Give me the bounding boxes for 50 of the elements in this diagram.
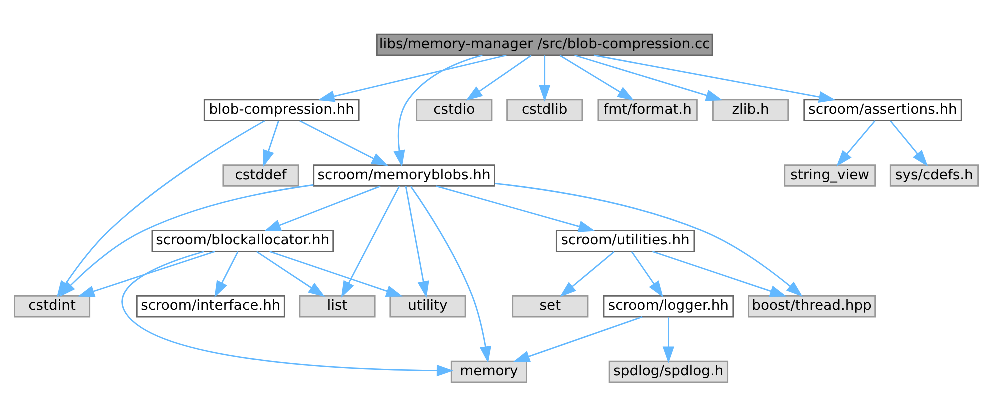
arrow <box>264 186 381 232</box>
arrow <box>560 55 634 101</box>
node-box: set <box>512 295 589 318</box>
node-box: scroom/memoryblobs.hh <box>313 164 496 187</box>
node-box: memory <box>450 360 528 384</box>
arrow <box>574 54 723 102</box>
node-box: cstdint <box>14 295 91 318</box>
arrow <box>836 120 876 167</box>
arrow <box>466 55 532 101</box>
arrow <box>539 56 551 102</box>
node-box: scroom/interface.hh <box>136 295 286 318</box>
arrow <box>318 54 507 102</box>
node-box: boost/thread.hpp <box>748 295 876 318</box>
arrow <box>890 120 928 167</box>
arrow <box>594 54 836 103</box>
node-box: utility <box>390 295 466 318</box>
arrow <box>394 54 483 168</box>
node-box: string_view <box>784 164 876 187</box>
arrow <box>78 251 216 298</box>
arrow <box>256 251 326 298</box>
node-box: scroom/utilities.hh <box>556 230 696 252</box>
node-box: cstdio <box>416 99 493 122</box>
node-box: scroom/assertions.hh <box>804 99 962 122</box>
arrow <box>662 317 675 364</box>
arrow <box>341 186 400 298</box>
arrow <box>560 251 615 298</box>
arrow <box>631 251 664 298</box>
node-box: cstdlib <box>506 99 584 122</box>
arrow <box>410 186 492 364</box>
node-box: zlib.h <box>712 99 790 122</box>
arrow <box>405 186 430 298</box>
node-box: libs/memory-manager /src/blob-compression.cc <box>376 34 714 56</box>
arrow <box>300 120 388 166</box>
arrow <box>652 251 787 297</box>
arrow <box>59 184 314 298</box>
node-box: spdlog/spdlog.h <box>608 360 729 384</box>
arrow <box>263 120 280 168</box>
node-box: sys/cdefs.h <box>890 164 979 187</box>
node-box: scroom/blockallocator.hh <box>152 230 334 252</box>
node-box: blob-compression.hh <box>204 99 360 122</box>
node-box: list <box>299 295 376 318</box>
node-box: fmt/format.h <box>598 99 698 122</box>
arrow <box>494 182 803 298</box>
arrow <box>122 251 454 377</box>
arrow <box>214 252 239 298</box>
arrow <box>436 186 596 232</box>
arrow <box>513 316 643 362</box>
node-box: scroom/logger.hh <box>603 295 734 318</box>
arrow <box>270 251 404 297</box>
node-box: cstddef <box>222 164 300 187</box>
